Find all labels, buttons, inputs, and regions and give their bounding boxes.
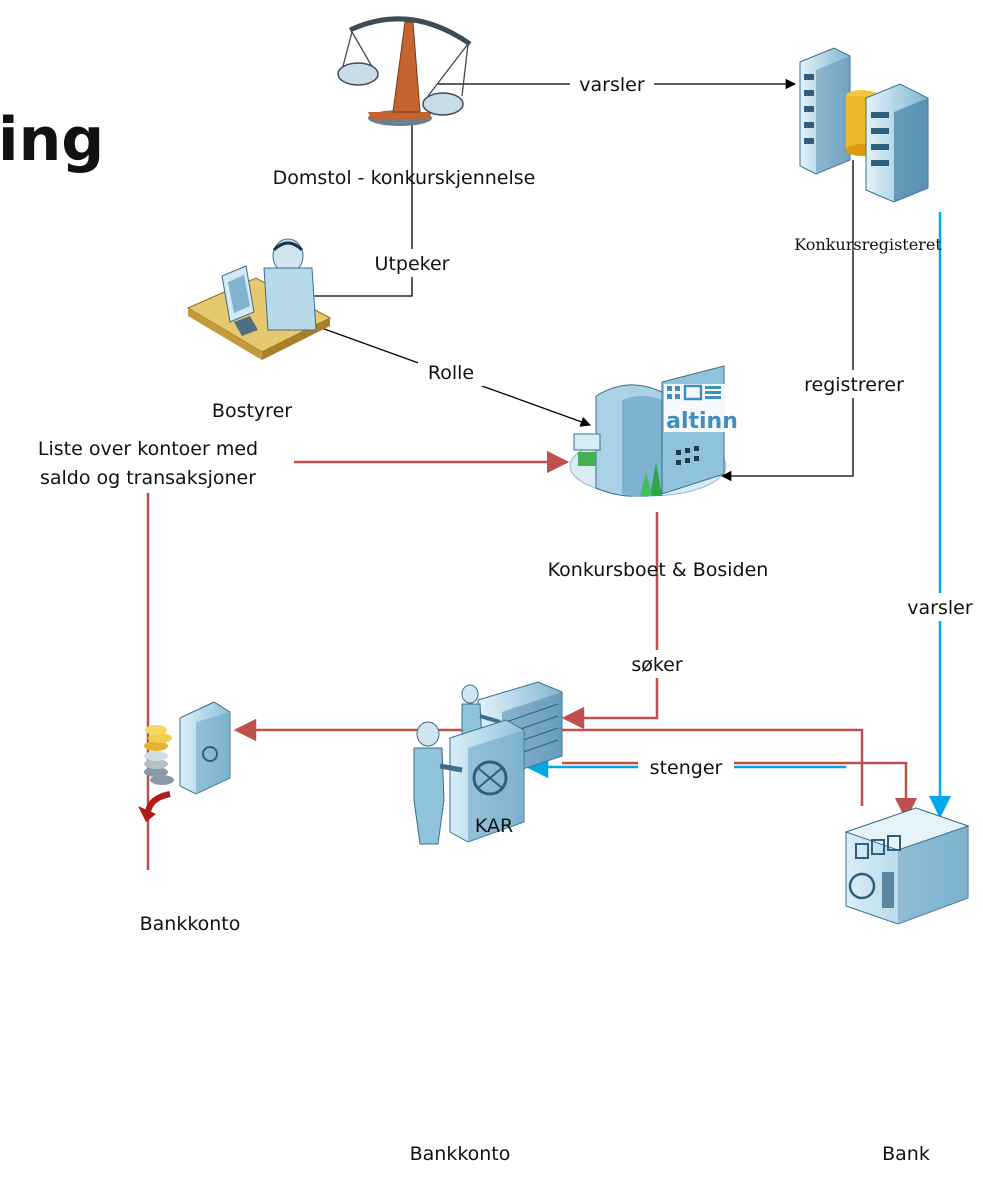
edge-label-liste: Liste over kontoer med saldo og transaks… [2, 433, 294, 493]
edge-bank-bankkonto [233, 718, 864, 806]
svg-text:saldo og transaksjoner: saldo og transaksjoner [40, 467, 256, 489]
edge-label-varsler-top: varsler [570, 71, 654, 97]
node-label-altinn: Konkursboet & Bosiden [548, 559, 769, 581]
edge-label-stenger: stenger [638, 753, 734, 781]
svg-text:registrerer: registrerer [804, 374, 904, 396]
svg-text:Utpeker: Utpeker [375, 253, 450, 275]
node-label-kar: KAR [475, 815, 513, 837]
node-label-bankkonto-left: Bankkonto [140, 913, 241, 935]
bank-building-icon [844, 807, 970, 925]
edge-registrerer [720, 160, 854, 482]
scales-icon [337, 16, 472, 126]
altinn-logo-text: altinn [666, 409, 738, 434]
edge-label-rolle: Rolle [418, 358, 484, 386]
person-vault-icon [413, 719, 525, 845]
node-label-konkursregisteret: Konkursregisteret [794, 235, 942, 254]
svg-text:varsler: varsler [579, 74, 645, 96]
node-label-bostyrer: Bostyrer [212, 400, 292, 422]
svg-text:stenger: stenger [650, 757, 723, 779]
operator-icon [186, 238, 332, 360]
node-label-domstol: Domstol - konkurskjennelse [273, 167, 536, 189]
edge-utpeker [296, 118, 413, 302]
edge-label-varsler-right: varsler [897, 593, 983, 621]
altinn-building-icon: altinn [569, 365, 740, 497]
edge-label-soker: søker [618, 650, 696, 678]
node-label-bank: Bank [882, 1143, 930, 1165]
servers-icon [799, 47, 929, 203]
edge-label-registrerer: registrerer [793, 370, 915, 398]
svg-text:søker: søker [631, 654, 683, 676]
vault-coins-icon [138, 701, 231, 822]
svg-text:Liste over kontoer med: Liste over kontoer med [38, 438, 258, 460]
edge-soker [561, 512, 659, 730]
edge-label-utpeker: Utpeker [362, 249, 462, 277]
svg-text:Rolle: Rolle [428, 362, 474, 384]
diagram-title: ing [0, 105, 104, 175]
svg-text:varsler: varsler [907, 597, 973, 619]
node-label-bankkonto-bottom: Bankkonto [410, 1143, 511, 1165]
